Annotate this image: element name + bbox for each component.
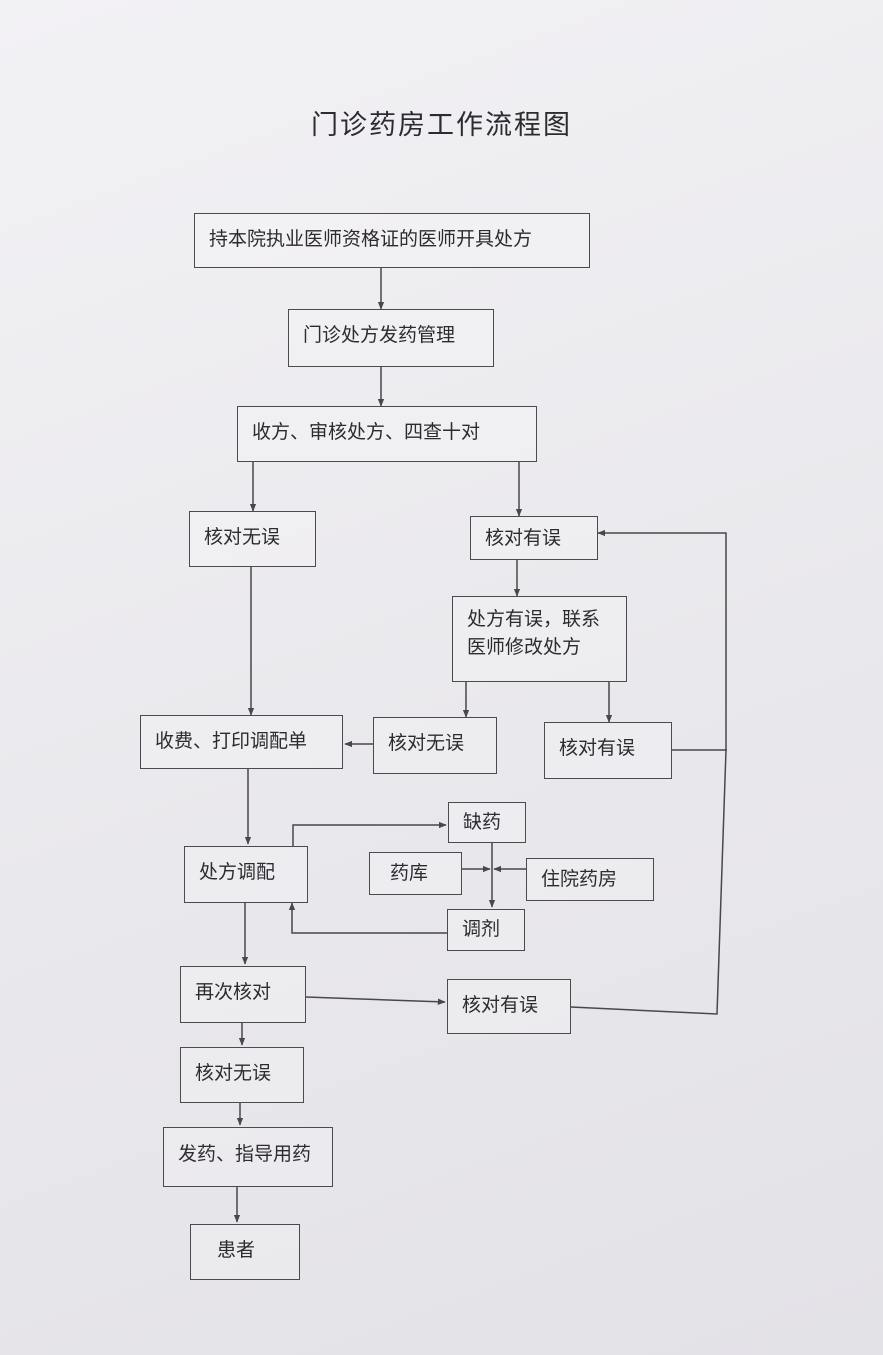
label-manage: 门诊处方发药管理 [303,324,456,346]
feedback-line-to-err1 [597,529,727,750]
label-check-ok-1: 核对无误 [204,526,281,548]
box-review: 收方、审核处方、四查十对 [237,406,537,462]
label-patient: 患者 [217,1239,256,1261]
label-prescribe: 持本院执业医师资格证的医师开具处方 [209,228,533,250]
box-check-err-1: 核对有误 [470,516,598,560]
box-shortage: 缺药 [448,802,526,843]
label-charge-print: 收费、打印调配单 [155,730,308,752]
arrow-recheck-to-err3 [305,996,446,1005]
box-warehouse: 药库 [369,852,462,895]
label-contact-doctor: 处方有误，联系 医师修改处方 [467,608,601,658]
box-check-ok-3: 核对无误 [180,1047,304,1103]
box-recheck: 再次核对 [180,966,306,1023]
label-check-ok-2: 核对无误 [388,732,465,754]
box-patient: 患者 [190,1224,300,1280]
box-inpatient-pharmacy: 住院药房 [526,858,654,901]
box-dispense-guide: 发药、指导用药 [163,1127,333,1187]
box-check-err-3: 核对有误 [447,979,571,1034]
feedback-line-from-err3 [570,749,727,1015]
box-contact-doctor: 处方有误，联系 医师修改处方 [452,596,627,682]
label-check-err-3: 核对有误 [462,994,539,1016]
label-check-ok-3: 核对无误 [195,1062,272,1084]
box-prescribe: 持本院执业医师资格证的医师开具处方 [194,213,590,268]
label-shortage: 缺药 [463,811,502,833]
label-check-err-1: 核对有误 [485,527,562,549]
label-dispense-guide: 发药、指导用药 [178,1143,312,1165]
box-check-err-2: 核对有误 [544,722,672,779]
label-inpatient-pharmacy: 住院药房 [541,868,618,890]
label-warehouse: 药库 [390,862,429,884]
label-dispense-prep: 处方调配 [199,861,276,883]
label-check-err-2: 核对有误 [559,737,636,759]
box-charge-print: 收费、打印调配单 [140,715,343,769]
box-check-ok-1: 核对无误 [189,511,316,567]
box-transfer: 调剂 [447,909,525,951]
label-transfer: 调剂 [462,918,501,940]
box-dispense-prep: 处方调配 [184,846,308,903]
line-transfer-to-dispense [288,902,447,934]
box-check-ok-2: 核对无误 [373,717,497,774]
line-dispense-to-shortage [292,821,447,846]
diagram-title: 门诊药房工作流程图 [311,110,572,141]
label-recheck: 再次核对 [195,981,272,1003]
box-manage: 门诊处方发药管理 [288,309,494,367]
label-review: 收方、审核处方、四查十对 [252,421,481,443]
